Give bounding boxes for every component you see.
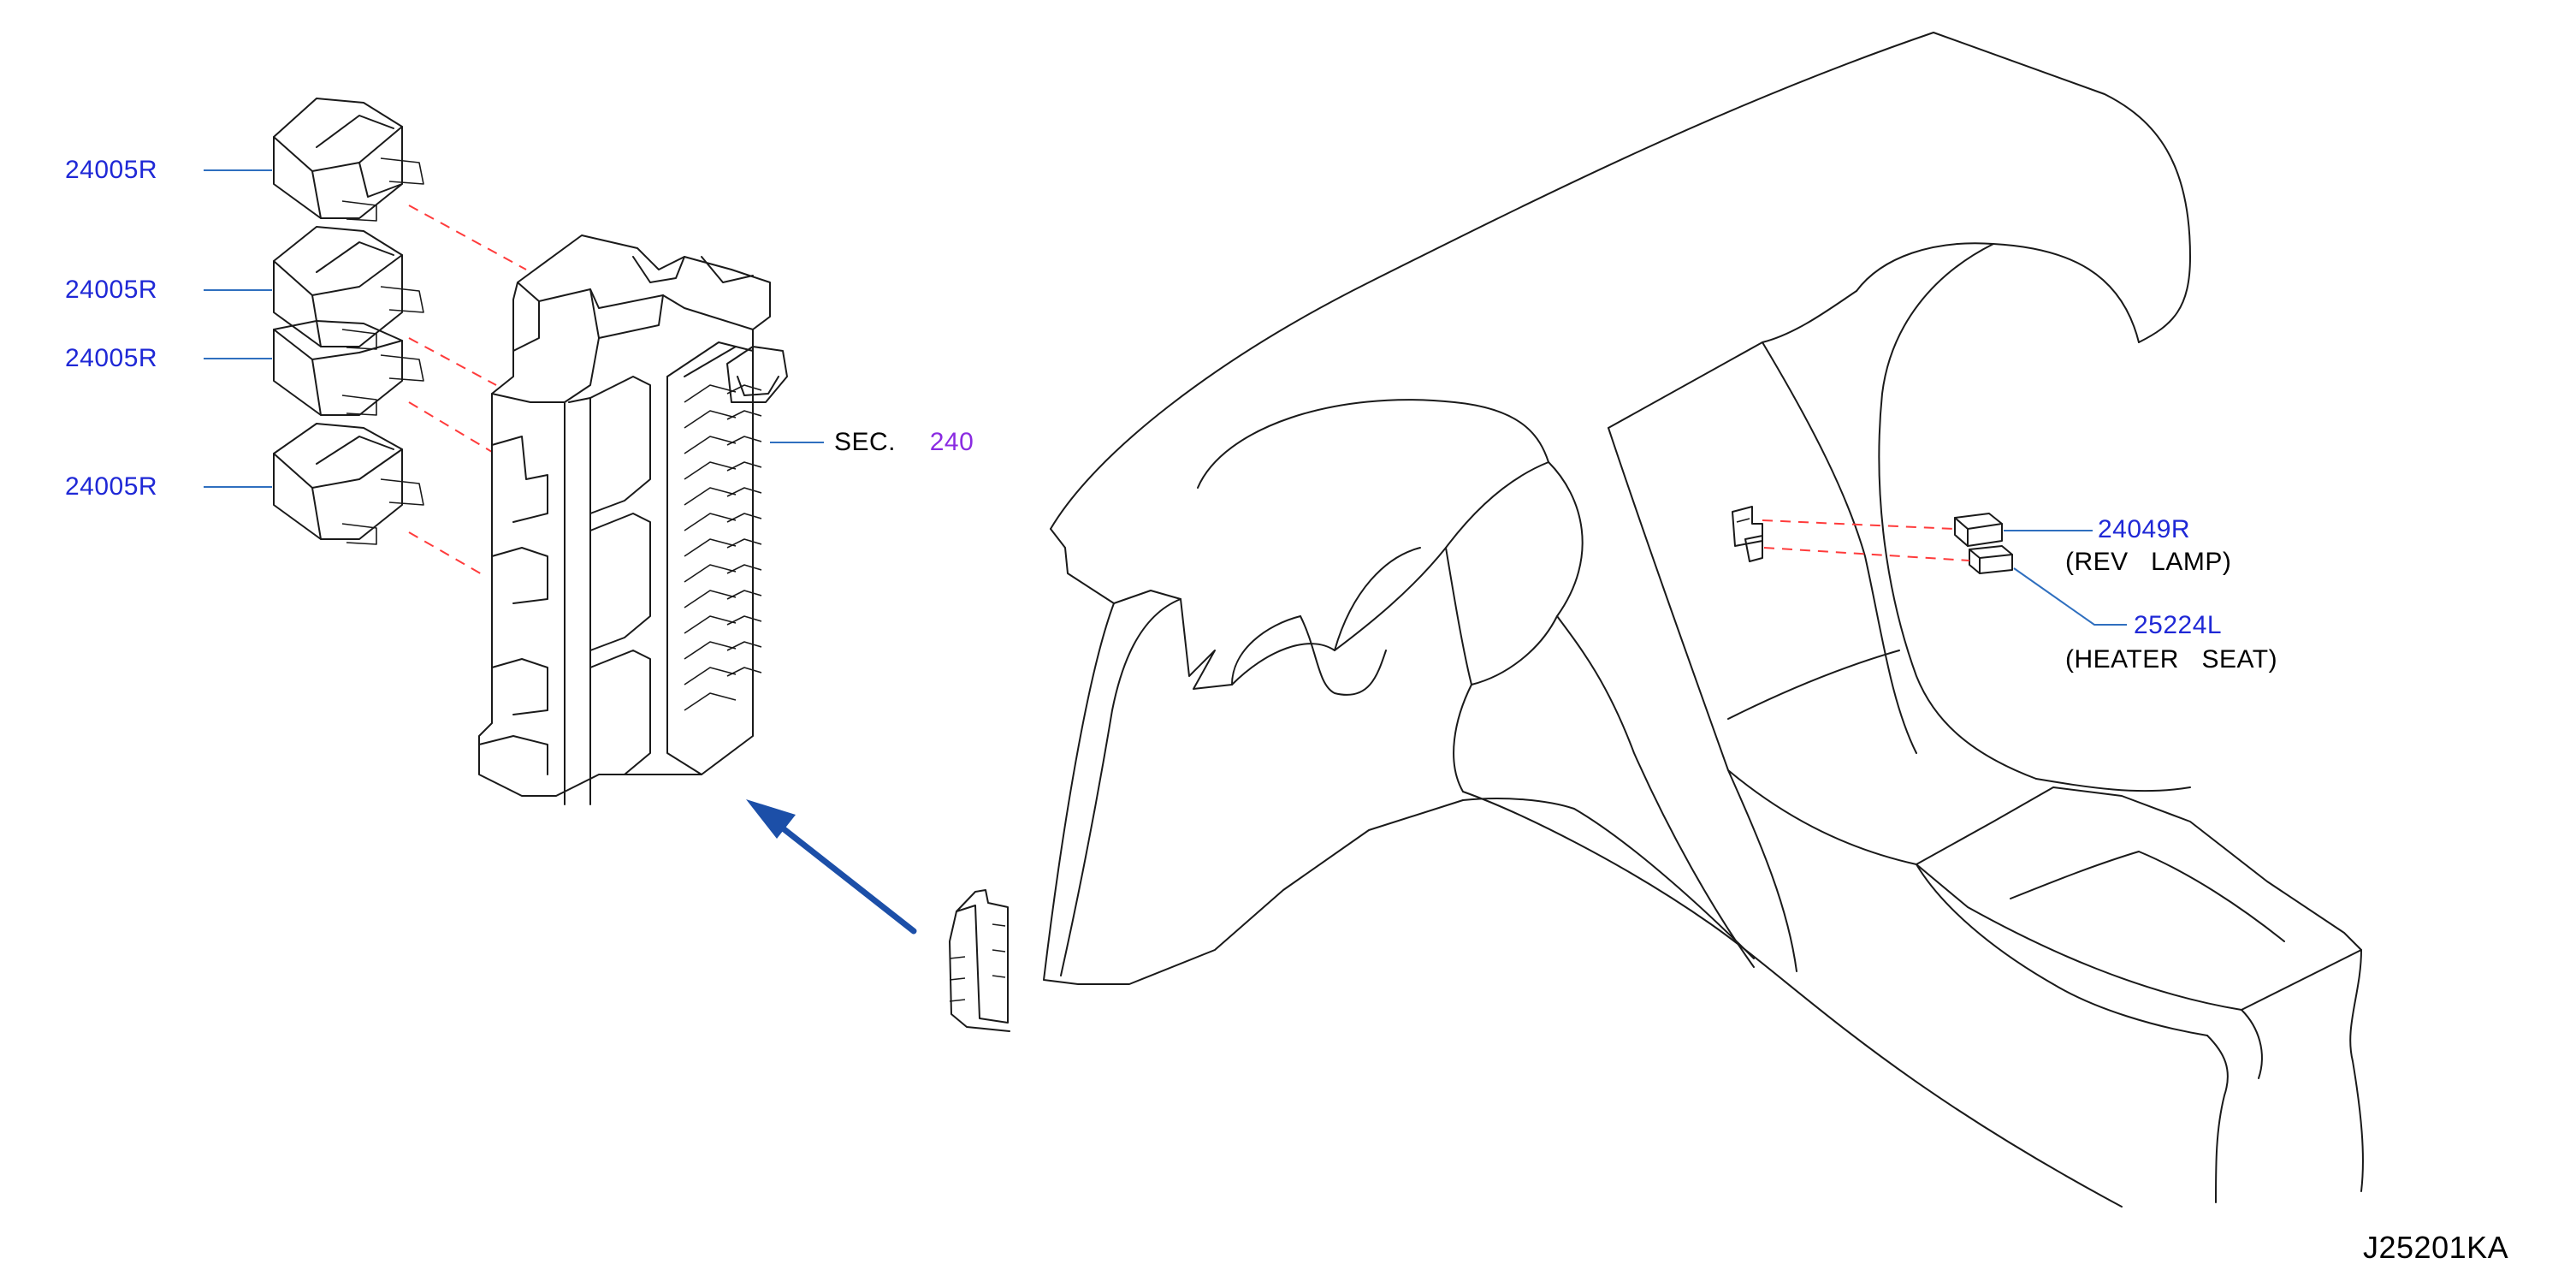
section-prefix: SEC. bbox=[834, 428, 897, 456]
relay-3-illustration bbox=[273, 320, 424, 416]
rev-lamp-connector-illustration bbox=[1954, 513, 2003, 547]
relay-2-illustration bbox=[273, 226, 424, 350]
section-reference: SEC. 240 bbox=[834, 430, 974, 455]
part-number-relay-4[interactable]: 24005R bbox=[65, 472, 158, 501]
heater-seat-connector-illustration bbox=[1969, 545, 2013, 574]
instrument-panel-illustration bbox=[1043, 32, 2364, 1208]
heater-seat-description: (HEATER SEAT) bbox=[2065, 645, 2278, 674]
rev-lamp-description: (REV LAMP) bbox=[2065, 548, 2232, 576]
switch-connector-illustration bbox=[1732, 506, 1763, 562]
fuse-block-illustration bbox=[478, 234, 788, 805]
direction-arrow bbox=[771, 818, 917, 935]
part-number-relay-1[interactable]: 24005R bbox=[65, 156, 158, 184]
connector-illustration bbox=[949, 889, 1010, 1032]
part-number-relay-3[interactable]: 24005R bbox=[65, 344, 158, 372]
part-number-rev-lamp[interactable]: 24049R bbox=[2098, 515, 2191, 543]
relay-4-illustration bbox=[273, 423, 424, 545]
part-number-heater-seat[interactable]: 25224L bbox=[2134, 611, 2223, 639]
diagram-code: J25201KA bbox=[2363, 1230, 2509, 1265]
part-number-relay-2[interactable]: 24005R bbox=[65, 276, 158, 304]
section-number-link[interactable]: 240 bbox=[929, 428, 974, 456]
relay-1-illustration bbox=[273, 98, 424, 222]
